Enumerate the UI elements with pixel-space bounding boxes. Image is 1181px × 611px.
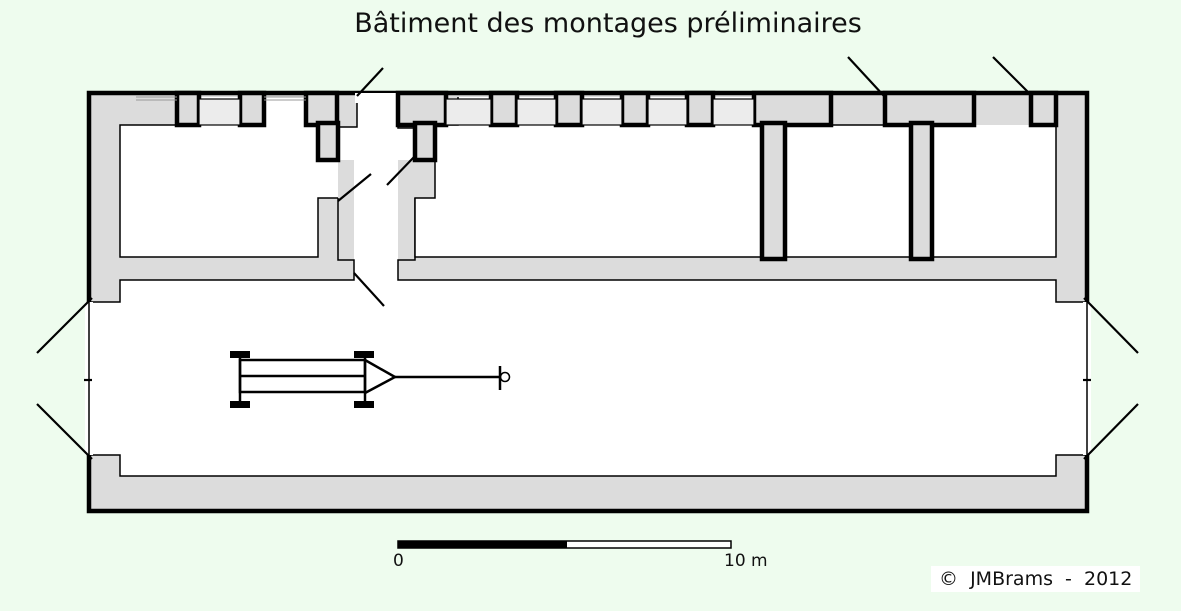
scale-bar: [397, 540, 732, 549]
main-hall: [89, 270, 1087, 476]
room-left: [120, 97, 338, 257]
room-right-1: [785, 93, 911, 257]
copyright-notice: © JMBrams - 2012: [931, 566, 1141, 592]
plan-title: Bâtiment des montages préliminaires: [354, 8, 862, 39]
north-windows: [136, 96, 755, 126]
room-middle: [415, 97, 762, 257]
central-corridor: [338, 93, 415, 270]
scale-label-start: 0: [393, 551, 404, 571]
scale-label-end: 10 m: [724, 551, 768, 571]
trolley: [230, 351, 511, 408]
room-right-2: [932, 93, 1056, 257]
door-leaves: [36, 56, 1139, 460]
